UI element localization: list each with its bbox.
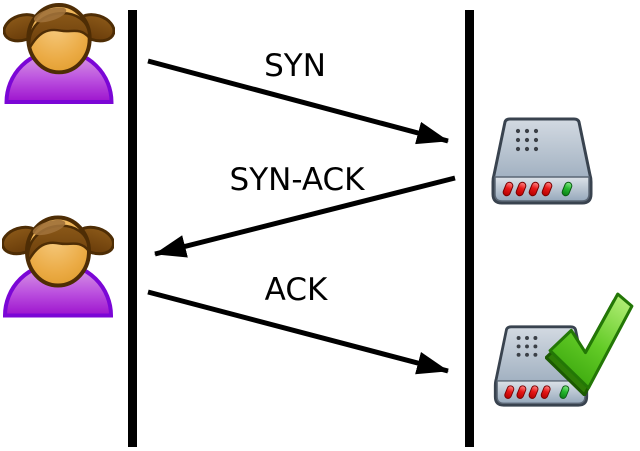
checkmark-face xyxy=(548,292,634,390)
status-leds xyxy=(502,181,573,197)
status-leds xyxy=(504,385,570,399)
green-checkmark-icon xyxy=(545,290,636,396)
vent-dots xyxy=(516,336,538,357)
checkmark xyxy=(545,292,634,396)
girl-user-icon-top xyxy=(3,2,115,104)
girl-user-icon xyxy=(2,215,114,318)
server-lifeline xyxy=(465,10,474,447)
ack-label: ACK xyxy=(264,272,328,308)
client-lifeline xyxy=(128,10,137,447)
vent-dots xyxy=(515,128,539,152)
girl-user-icon-bottom xyxy=(2,212,114,320)
hair-highlight xyxy=(33,7,67,23)
syn-ack-label: SYN-ACK xyxy=(229,162,365,198)
server-icon xyxy=(491,117,593,205)
girl-user-icon xyxy=(3,2,115,104)
hair-highlight xyxy=(32,219,66,236)
server-icon-top xyxy=(489,116,595,206)
syn-label: SYN xyxy=(264,48,326,84)
